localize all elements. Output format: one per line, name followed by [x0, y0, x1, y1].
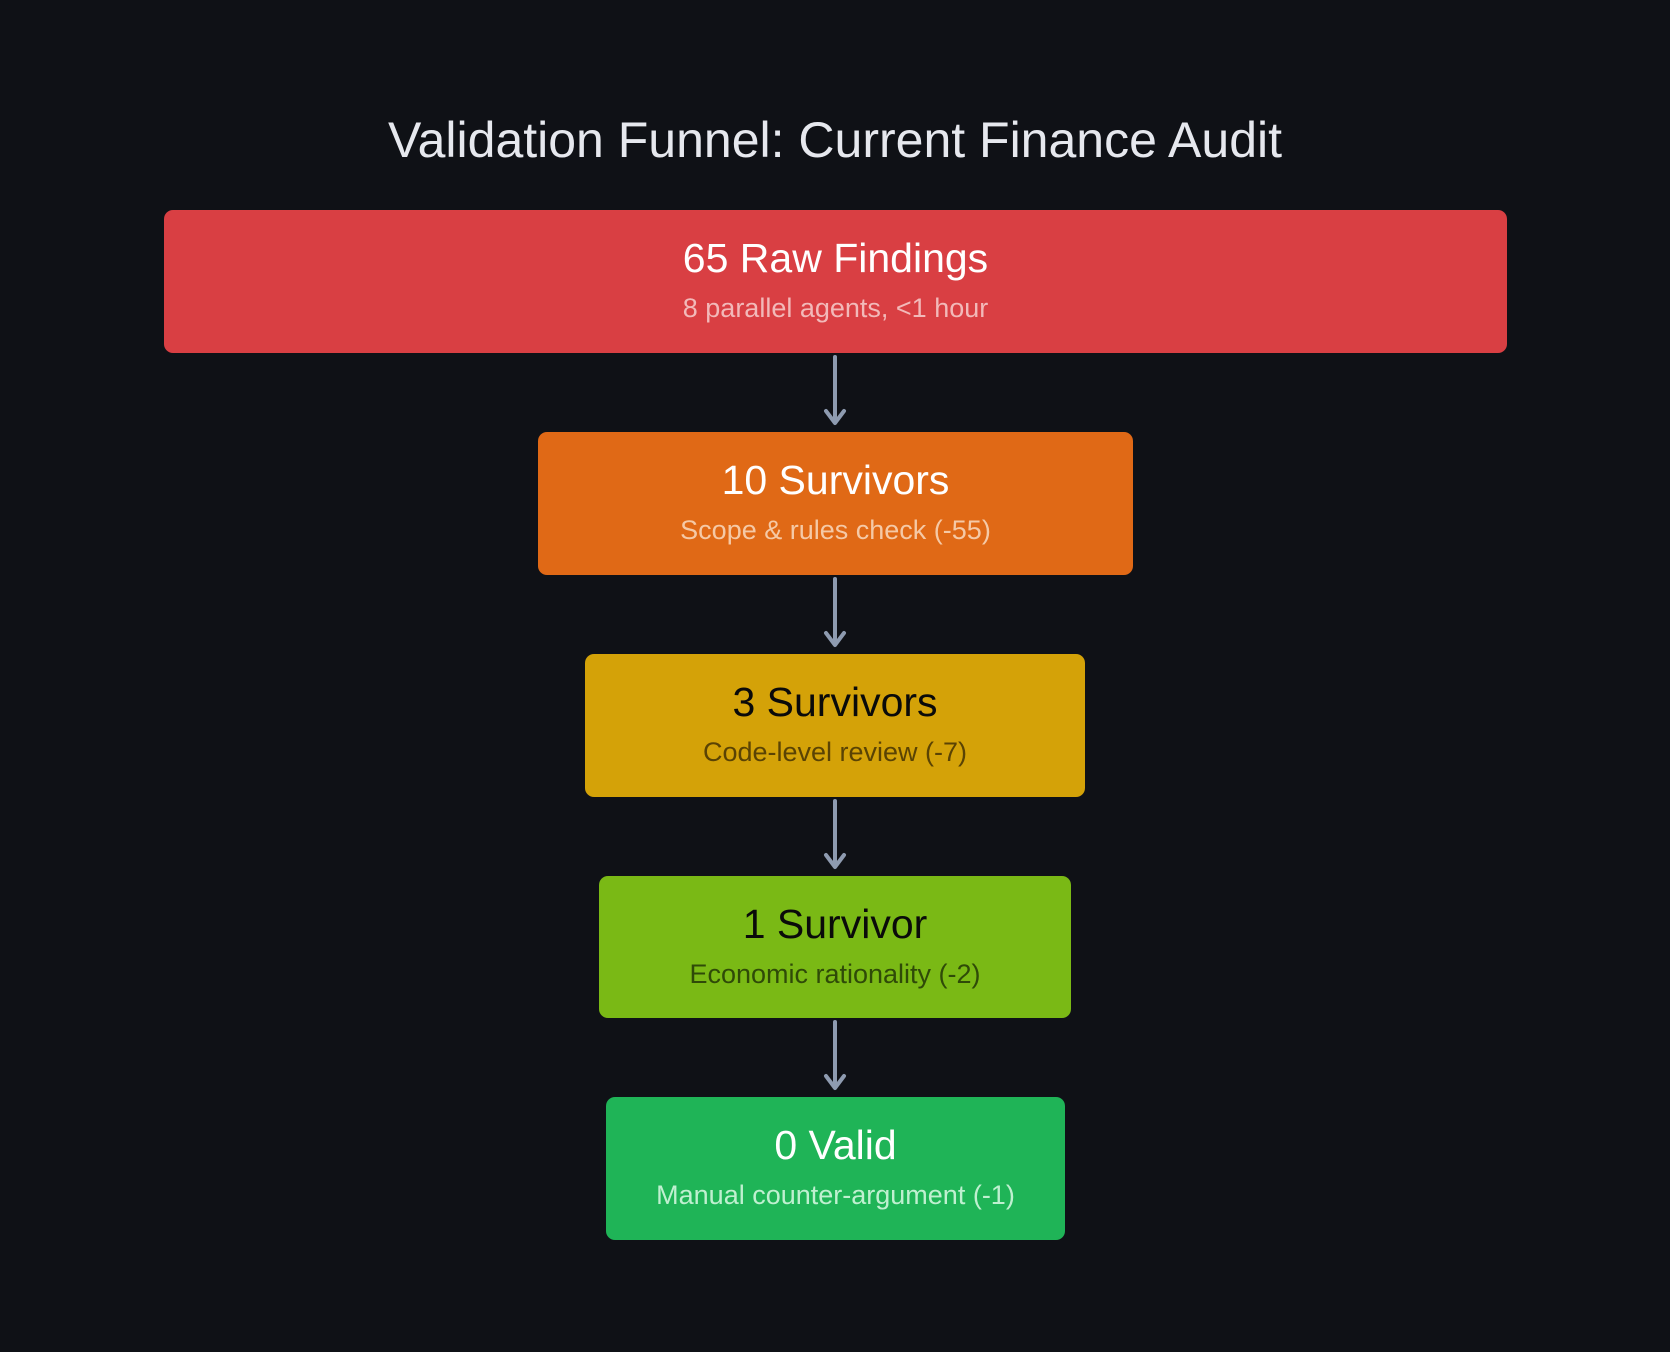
funnel-stage-economic-rationality: 1 Survivor Economic rationality (-2) — [599, 876, 1071, 1018]
funnel-stage-manual-counter-argument: 0 Valid Manual counter-argument (-1) — [606, 1097, 1065, 1240]
arrow-0-1 — [824, 355, 846, 425]
stage-detail: Economic rationality (-2) — [689, 958, 981, 989]
stage-title: 0 Valid — [774, 1122, 897, 1168]
arrow-3-4 — [824, 1020, 846, 1090]
funnel-stage-code-review: 3 Survivors Code-level review (-7) — [585, 654, 1085, 797]
arrow-2-3 — [824, 799, 846, 869]
stage-detail: Scope & rules check (-55) — [680, 515, 991, 545]
stage-detail: Code-level review (-7) — [702, 737, 968, 767]
stage-title: 1 Survivor — [742, 900, 928, 947]
funnel-stage-scope-check: 10 Survivors Scope & rules check (-55) — [538, 432, 1133, 575]
stage-detail: 8 parallel agents, <1 hour — [682, 293, 989, 323]
stage-detail: Manual counter-argument (-1) — [656, 1180, 1015, 1210]
stage-title: 10 Survivors — [721, 457, 950, 503]
stage-title: 3 Survivors — [732, 679, 938, 725]
stage-title: 65 Raw Findings — [682, 235, 989, 281]
arrow-1-2 — [824, 577, 846, 647]
funnel-stage-raw-findings: 65 Raw Findings 8 parallel agents, <1 ho… — [164, 210, 1507, 353]
funnel-title: Validation Funnel: Current Finance Audit — [387, 112, 1283, 168]
